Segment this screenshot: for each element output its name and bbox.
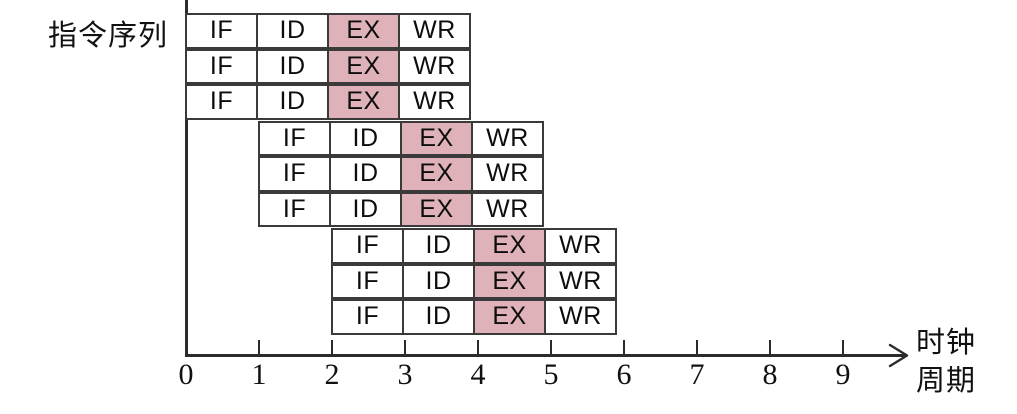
pipeline-stage-cell-if: IF [185,13,258,49]
x-axis-tick-label: 5 [543,358,559,391]
x-axis-tick [331,340,333,355]
x-axis-tick [550,340,552,355]
x-axis-tick [769,340,771,355]
pipeline-stage-cell-if: IF [331,263,404,299]
x-axis-tick [477,340,479,355]
pipeline-stage-cell-id: ID [402,228,475,264]
pipeline-stage-cell-wr: WR [544,299,617,335]
x-axis-tick-label: 3 [397,358,413,391]
pipeline-stage-cell-ex: EX [473,299,546,335]
x-axis-tick [258,340,260,355]
pipeline-stage-cell-if: IF [185,48,258,84]
x-axis-arrow-icon [888,343,909,368]
x-axis-tick [185,340,187,355]
y-axis-title: 指令序列 [48,20,169,52]
pipeline-stage-cell-if: IF [331,228,404,264]
pipeline-stage-cell-if: IF [185,84,258,120]
x-axis-tick-label: 2 [324,358,340,391]
pipeline-stage-cell-wr: WR [398,48,471,84]
x-axis-tick-label: 9 [835,358,851,391]
pipeline-stage-cell-id: ID [329,191,402,227]
pipeline-stage-cell-wr: WR [471,156,544,192]
pipeline-stage-cell-id: ID [256,84,329,120]
pipeline-stage-cell-id: ID [402,263,475,299]
pipeline-stage-cell-ex: EX [473,228,546,264]
pipeline-stage-cell-ex: EX [400,156,473,192]
pipeline-stage-cell-id: ID [402,299,475,335]
x-axis-tick-label: 0 [178,358,194,391]
pipeline-stage-cell-ex: EX [327,13,400,49]
x-axis-tick-label: 8 [762,358,778,391]
pipeline-stage-cell-id: ID [256,13,329,49]
x-axis-tick-label: 1 [251,358,267,391]
x-axis-title: 时钟 周期 [916,324,1016,401]
y-axis-line [185,0,188,356]
pipeline-stage-cell-if: IF [258,120,331,156]
pipeline-stage-cell-ex: EX [327,48,400,84]
pipeline-stage-cell-if: IF [258,191,331,227]
x-axis-tick-label: 6 [616,358,632,391]
pipeline-stage-cell-wr: WR [544,263,617,299]
pipeline-stage-cell-ex: EX [327,84,400,120]
pipeline-stage-cell-id: ID [256,48,329,84]
pipeline-stage-cell-wr: WR [398,84,471,120]
x-axis-tick [696,340,698,355]
pipeline-stage-cell-wr: WR [544,228,617,264]
pipeline-stage-cell-id: ID [329,156,402,192]
x-axis-tick [623,340,625,355]
x-axis-line [185,354,905,357]
x-axis-tick-label: 4 [470,358,486,391]
x-axis-tick [842,340,844,355]
pipeline-stage-cell-ex: EX [473,263,546,299]
pipeline-stage-cell-id: ID [329,120,402,156]
pipeline-stage-cell-if: IF [331,299,404,335]
x-axis-tick [404,340,406,355]
pipeline-stage-cell-ex: EX [400,191,473,227]
x-axis-tick-label: 7 [689,358,705,391]
pipeline-stage-cell-wr: WR [471,120,544,156]
x-axis-title-line-1: 时钟 [916,327,977,359]
pipeline-stage-cell-ex: EX [400,120,473,156]
pipeline-stage-cell-wr: WR [398,13,471,49]
pipeline-stage-cell-if: IF [258,156,331,192]
x-axis-title-line-2: 周期 [916,365,977,398]
pipeline-stage-cell-wr: WR [471,191,544,227]
